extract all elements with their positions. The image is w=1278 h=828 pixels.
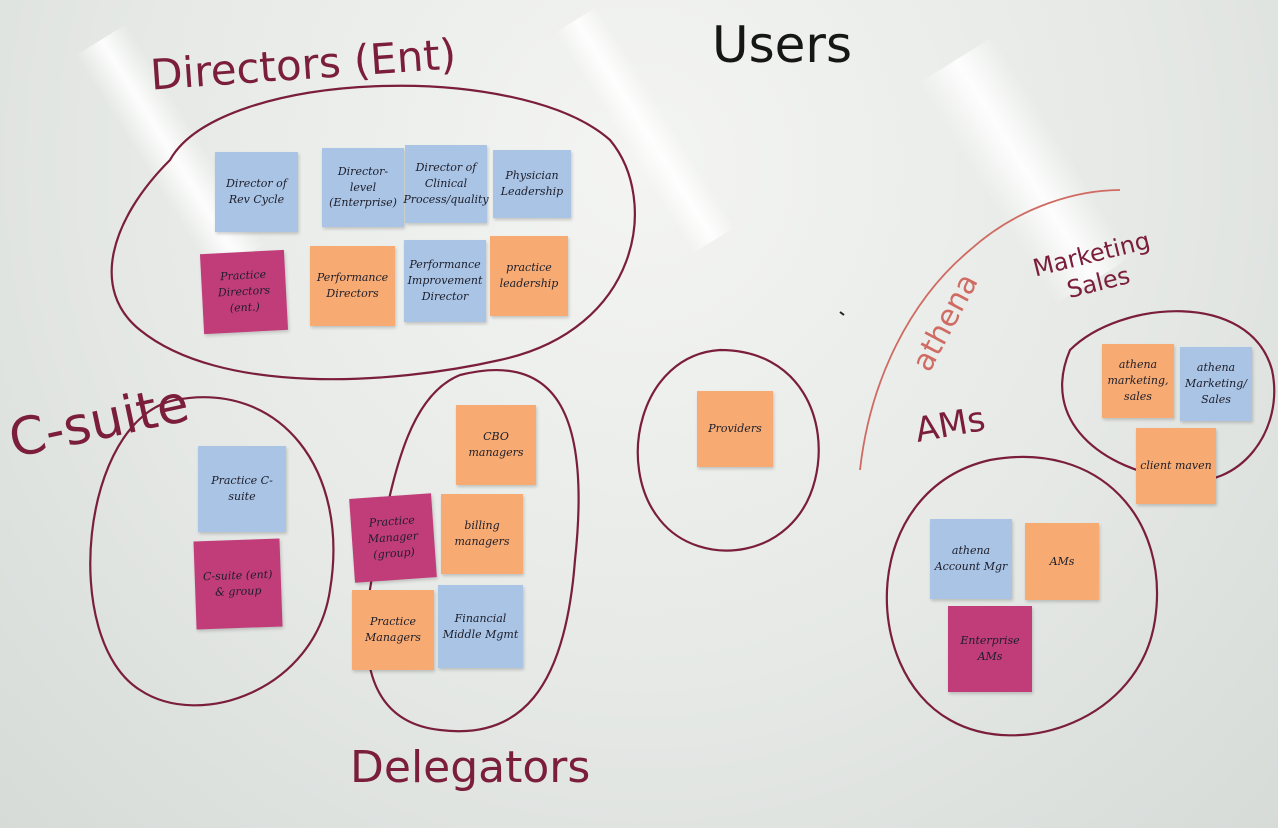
sticky-note: billing managers [441, 494, 523, 574]
sticky-note: AMs [1025, 523, 1099, 600]
users-marker [839, 311, 845, 316]
marketing-sales-circle [1061, 310, 1276, 483]
sticky-note: Practice Directors (ent.) [199, 249, 289, 335]
sticky-note: athena Marketing/ Sales [1180, 347, 1252, 421]
sticky-note: Practice Managers [352, 590, 434, 670]
sticky-note: Financial Middle Mgmt [438, 585, 523, 668]
sticky-note: athena marketing, sales [1102, 344, 1174, 418]
sticky-note: Practice Manager (group) [349, 493, 437, 583]
sticky-note: Practice C-suite [198, 446, 286, 532]
athena-bracket [859, 189, 1121, 471]
delegators-circle [365, 369, 580, 733]
sticky-note: Performance Directors [310, 246, 395, 326]
sticky-note: Director of Rev Cycle [215, 152, 298, 232]
sticky-note: Enterprise AMs [948, 606, 1032, 692]
sticky-note: client maven [1136, 428, 1216, 504]
sticky-note: practice leadership [490, 236, 568, 316]
directors-circle [110, 84, 636, 381]
sticky-note: Director-level (Enterprise) [322, 148, 404, 227]
sticky-note: Director of Clinical Process/quality [403, 145, 489, 223]
sticky-note: Providers [697, 391, 773, 467]
sticky-note: athena Account Mgr [930, 519, 1012, 599]
c-suite-circle [89, 396, 335, 707]
sticky-note: Performance Improvement Director [404, 240, 486, 322]
sticky-note: Physician Leadership [493, 150, 571, 218]
providers-circle [636, 348, 820, 552]
sticky-note: CBO managers [456, 405, 536, 485]
sticky-note: C-suite (ent) & group [193, 538, 283, 630]
board-title: Users [712, 16, 853, 74]
delegators-group-label: Delegators [350, 742, 591, 793]
ams-circle [885, 455, 1159, 737]
